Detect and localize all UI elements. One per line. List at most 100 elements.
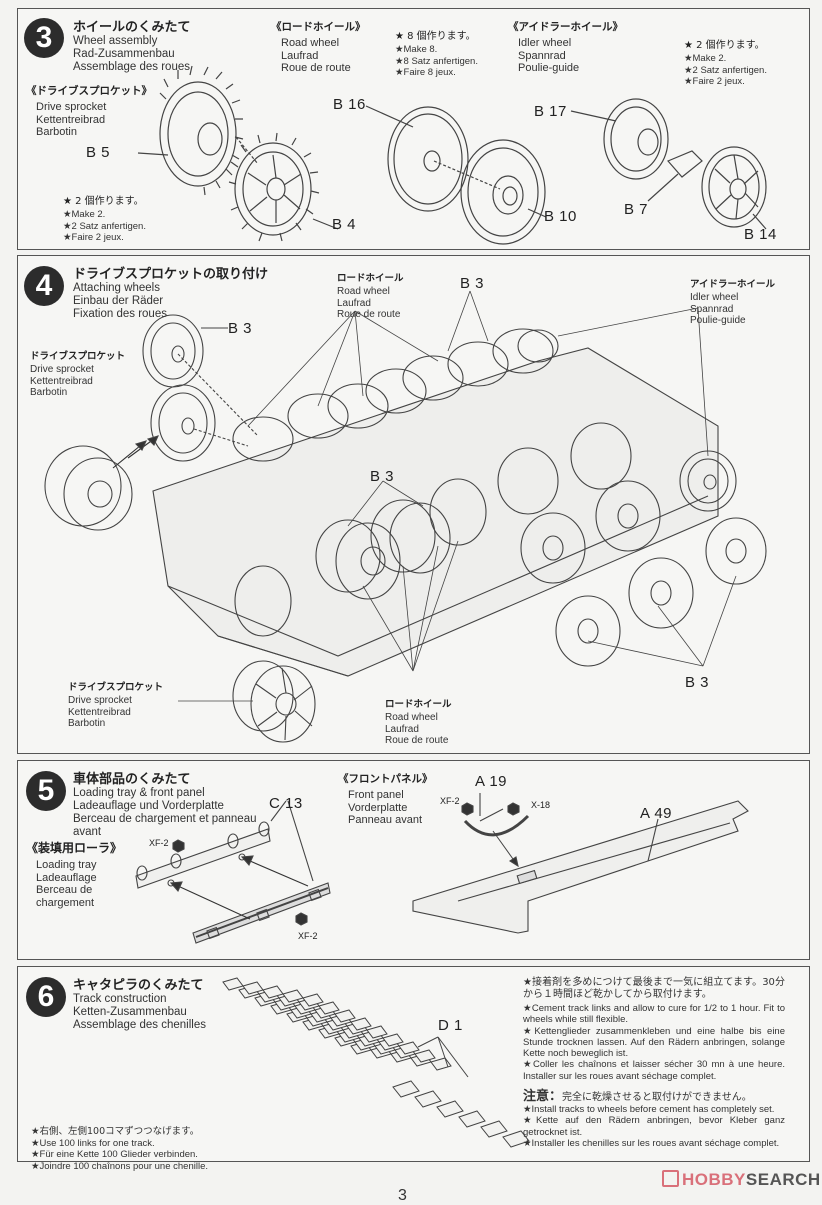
caution-jp: 完全に乾燥させると取付けができません。 xyxy=(562,1092,752,1103)
part-label-d1: D 1 xyxy=(438,1017,463,1034)
step-title-fr: Assemblage des chenilles xyxy=(73,1019,206,1031)
track-link-shape xyxy=(458,1110,486,1128)
step-title-en: Track construction xyxy=(73,993,167,1005)
step-title-jp: キャタピラのくみたて xyxy=(73,978,204,993)
caution-note: 注意：完全に乾燥させると取付けができません。 ★Install tracks t… xyxy=(523,1090,785,1149)
step-4-panel: 4 ドライブスプロケットの取り付け Attaching wheels Einba… xyxy=(17,255,810,754)
watermark-brand-a: HOBBY xyxy=(682,1170,746,1189)
loading-tray-label: 《装填用ローラ》 Loading tray Ladeauflage Bercea… xyxy=(26,839,122,909)
step-number-badge: 4 xyxy=(24,266,64,306)
step-title-fr: Assemblage des roues xyxy=(73,61,190,73)
label-de: Kettentreibrad xyxy=(36,113,106,126)
track-link-shape xyxy=(398,1041,420,1055)
drive-sprocket-lower xyxy=(232,565,316,743)
label-jp: ドライブスプロケット xyxy=(68,682,164,693)
step-title-de: Ladeauflage und Vorderplatte xyxy=(73,800,224,812)
step-5-panel: 5 車体部品のくみたて Loading tray & front panel L… xyxy=(17,760,810,960)
step-title-en: Attaching wheels xyxy=(73,282,160,294)
drive-sprocket-label-bottom: ドライブスプロケット Drive sprocket Kettentreibrad… xyxy=(68,679,163,730)
part-label-b14: B 14 xyxy=(744,226,777,243)
note-jp: ★ 8 個作ります。 xyxy=(395,31,476,42)
caution-label: 注意： xyxy=(523,1089,563,1104)
part-label-b16: B 16 xyxy=(333,96,366,113)
label-jp: アイドラーホイール xyxy=(690,279,776,290)
track-links-drawing xyxy=(222,977,530,1148)
road-wheel-quantity-note: ★ 8 個作ります。 ★Make 8. ★8 Satz anfertigen. … xyxy=(395,27,478,79)
road-wheel-label-bottom: ロードホイール Road wheel Laufrad Roue de route xyxy=(385,696,452,747)
front-panel-a49-drawing xyxy=(412,800,749,934)
road-wheel-label-top: ロードホイール Road wheel Laufrad Roue de route xyxy=(337,270,404,321)
label-de: Spannrad xyxy=(518,49,566,62)
part-label-a49: A 49 xyxy=(640,805,673,822)
step-title-jp: ホイールのくみたて xyxy=(73,20,191,35)
step-title-de: Einbau der Räder xyxy=(73,295,164,307)
label-de: Ladeauflage xyxy=(36,871,97,884)
part-label-b3: B 3 xyxy=(370,468,395,485)
note-de: ★Kettenglieder zusammenkleben und eine h… xyxy=(523,1025,785,1060)
label-jp: 《装填用ローラ》 xyxy=(26,841,123,855)
drive-sprocket-label-top: ドライブスプロケット Drive sprocket Kettentreibrad… xyxy=(30,348,125,399)
step-title-translations: Track construction Ketten-Zusammenbau As… xyxy=(73,993,206,1032)
note-jp: ★接着剤を多めにつけて最後まで一気に組立てます。30分から１時間ほど乾かしてから… xyxy=(523,977,785,1000)
track-link-shape xyxy=(392,1080,420,1098)
leader-lines xyxy=(178,290,737,702)
step-title-jp: 車体部品のくみたて xyxy=(73,772,191,787)
track-link-shape xyxy=(318,1001,340,1015)
road-wheels-left-separate xyxy=(142,314,259,462)
track-link-shape xyxy=(414,1049,436,1063)
label-jp: ロードホイール xyxy=(385,699,452,710)
label-de: Vorderplatte xyxy=(348,801,408,814)
label-fr: Roue de route xyxy=(337,309,401,320)
links-count-note: ★右側、左側100コマずつつなげます。 ★Use 100 links for o… xyxy=(31,1126,208,1172)
road-wheel-b16-drawing xyxy=(365,105,469,212)
note-de: ★2 Satz anfertigen. xyxy=(63,220,146,232)
paint-code-xf2: XF-2 xyxy=(149,838,169,848)
part-label-b7: B 7 xyxy=(624,201,649,218)
step-title-translations: Attaching wheels Einbau der Räder Fixati… xyxy=(73,282,167,321)
watermark-logo: HOBBYSEARCH xyxy=(662,1170,821,1190)
drive-sprocket-quantity-note: ★ 2 個作ります。 ★Make 2. ★2 Satz anfertigen. … xyxy=(63,192,146,244)
track-link-shape xyxy=(382,1033,404,1047)
paint-code-x18: X-18 xyxy=(531,800,551,810)
paint-code-xf2: XF-2 xyxy=(440,796,460,806)
part-label-c13: C 13 xyxy=(269,795,303,812)
road-wheel-b10-drawing xyxy=(433,139,547,245)
step-3-panel: 3 ホイールのくみたて Wheel assembly Rad-Zusammenb… xyxy=(17,8,810,250)
label-fr: Panneau avant xyxy=(348,814,423,826)
sprocket-b5-drawing xyxy=(159,65,244,196)
label-fr: Roue de route xyxy=(281,62,351,74)
step-number-badge: 6 xyxy=(26,977,66,1017)
part-label-b3: B 3 xyxy=(228,320,253,337)
idler-wheel-label: アイドラーホイール Idler wheel Spannrad Poulie-gu… xyxy=(690,276,775,327)
part-label-a19: A 19 xyxy=(475,773,508,790)
paint-drop-xf2 xyxy=(172,839,185,853)
label-en: Drive sprocket xyxy=(30,364,94,375)
idler-wheel-b14-drawing xyxy=(701,146,767,230)
drive-sprocket-upper xyxy=(44,435,159,531)
label-jp: 《フロントパネル》 xyxy=(338,773,433,785)
road-wheels-upper-row xyxy=(232,328,559,462)
note-de: ★8 Satz anfertigen. xyxy=(395,55,478,67)
label-jp: ロードホイール xyxy=(337,273,404,284)
track-link-shape xyxy=(350,1017,372,1031)
road-wheels-lower-row xyxy=(315,422,767,667)
label-en: Idler wheel xyxy=(690,292,739,303)
step-title-de: Rad-Zusammenbau xyxy=(73,48,175,60)
step-title-en: Wheel assembly xyxy=(73,35,158,47)
label-de: Laufrad xyxy=(337,297,371,309)
note-en: ★Make 2. xyxy=(63,209,106,220)
label-fr: Barbotin xyxy=(30,387,68,398)
hobbysearch-logo-icon xyxy=(662,1170,679,1187)
label-de: Kettentreibrad xyxy=(68,706,131,718)
note-en: ★Make 8. xyxy=(395,44,438,55)
label-en: Road wheel xyxy=(281,37,340,49)
watermark-brand-b: SEARCH xyxy=(745,1170,821,1189)
track-link-shape xyxy=(334,1009,356,1023)
page-number: 3 xyxy=(398,1187,407,1204)
drive-sprocket-label: 《ドライブスプロケット》 Drive sprocket Kettentreibr… xyxy=(26,83,152,139)
label-de: Spannrad xyxy=(690,303,734,315)
cement-note: ★接着剤を多めにつけて最後まで一気に組立てます。30分から１時間ほど乾かしてから… xyxy=(523,977,785,1082)
label-en: Drive sprocket xyxy=(36,101,107,113)
label-fr: Barbotin xyxy=(68,718,106,729)
hull-drawing xyxy=(152,347,719,677)
